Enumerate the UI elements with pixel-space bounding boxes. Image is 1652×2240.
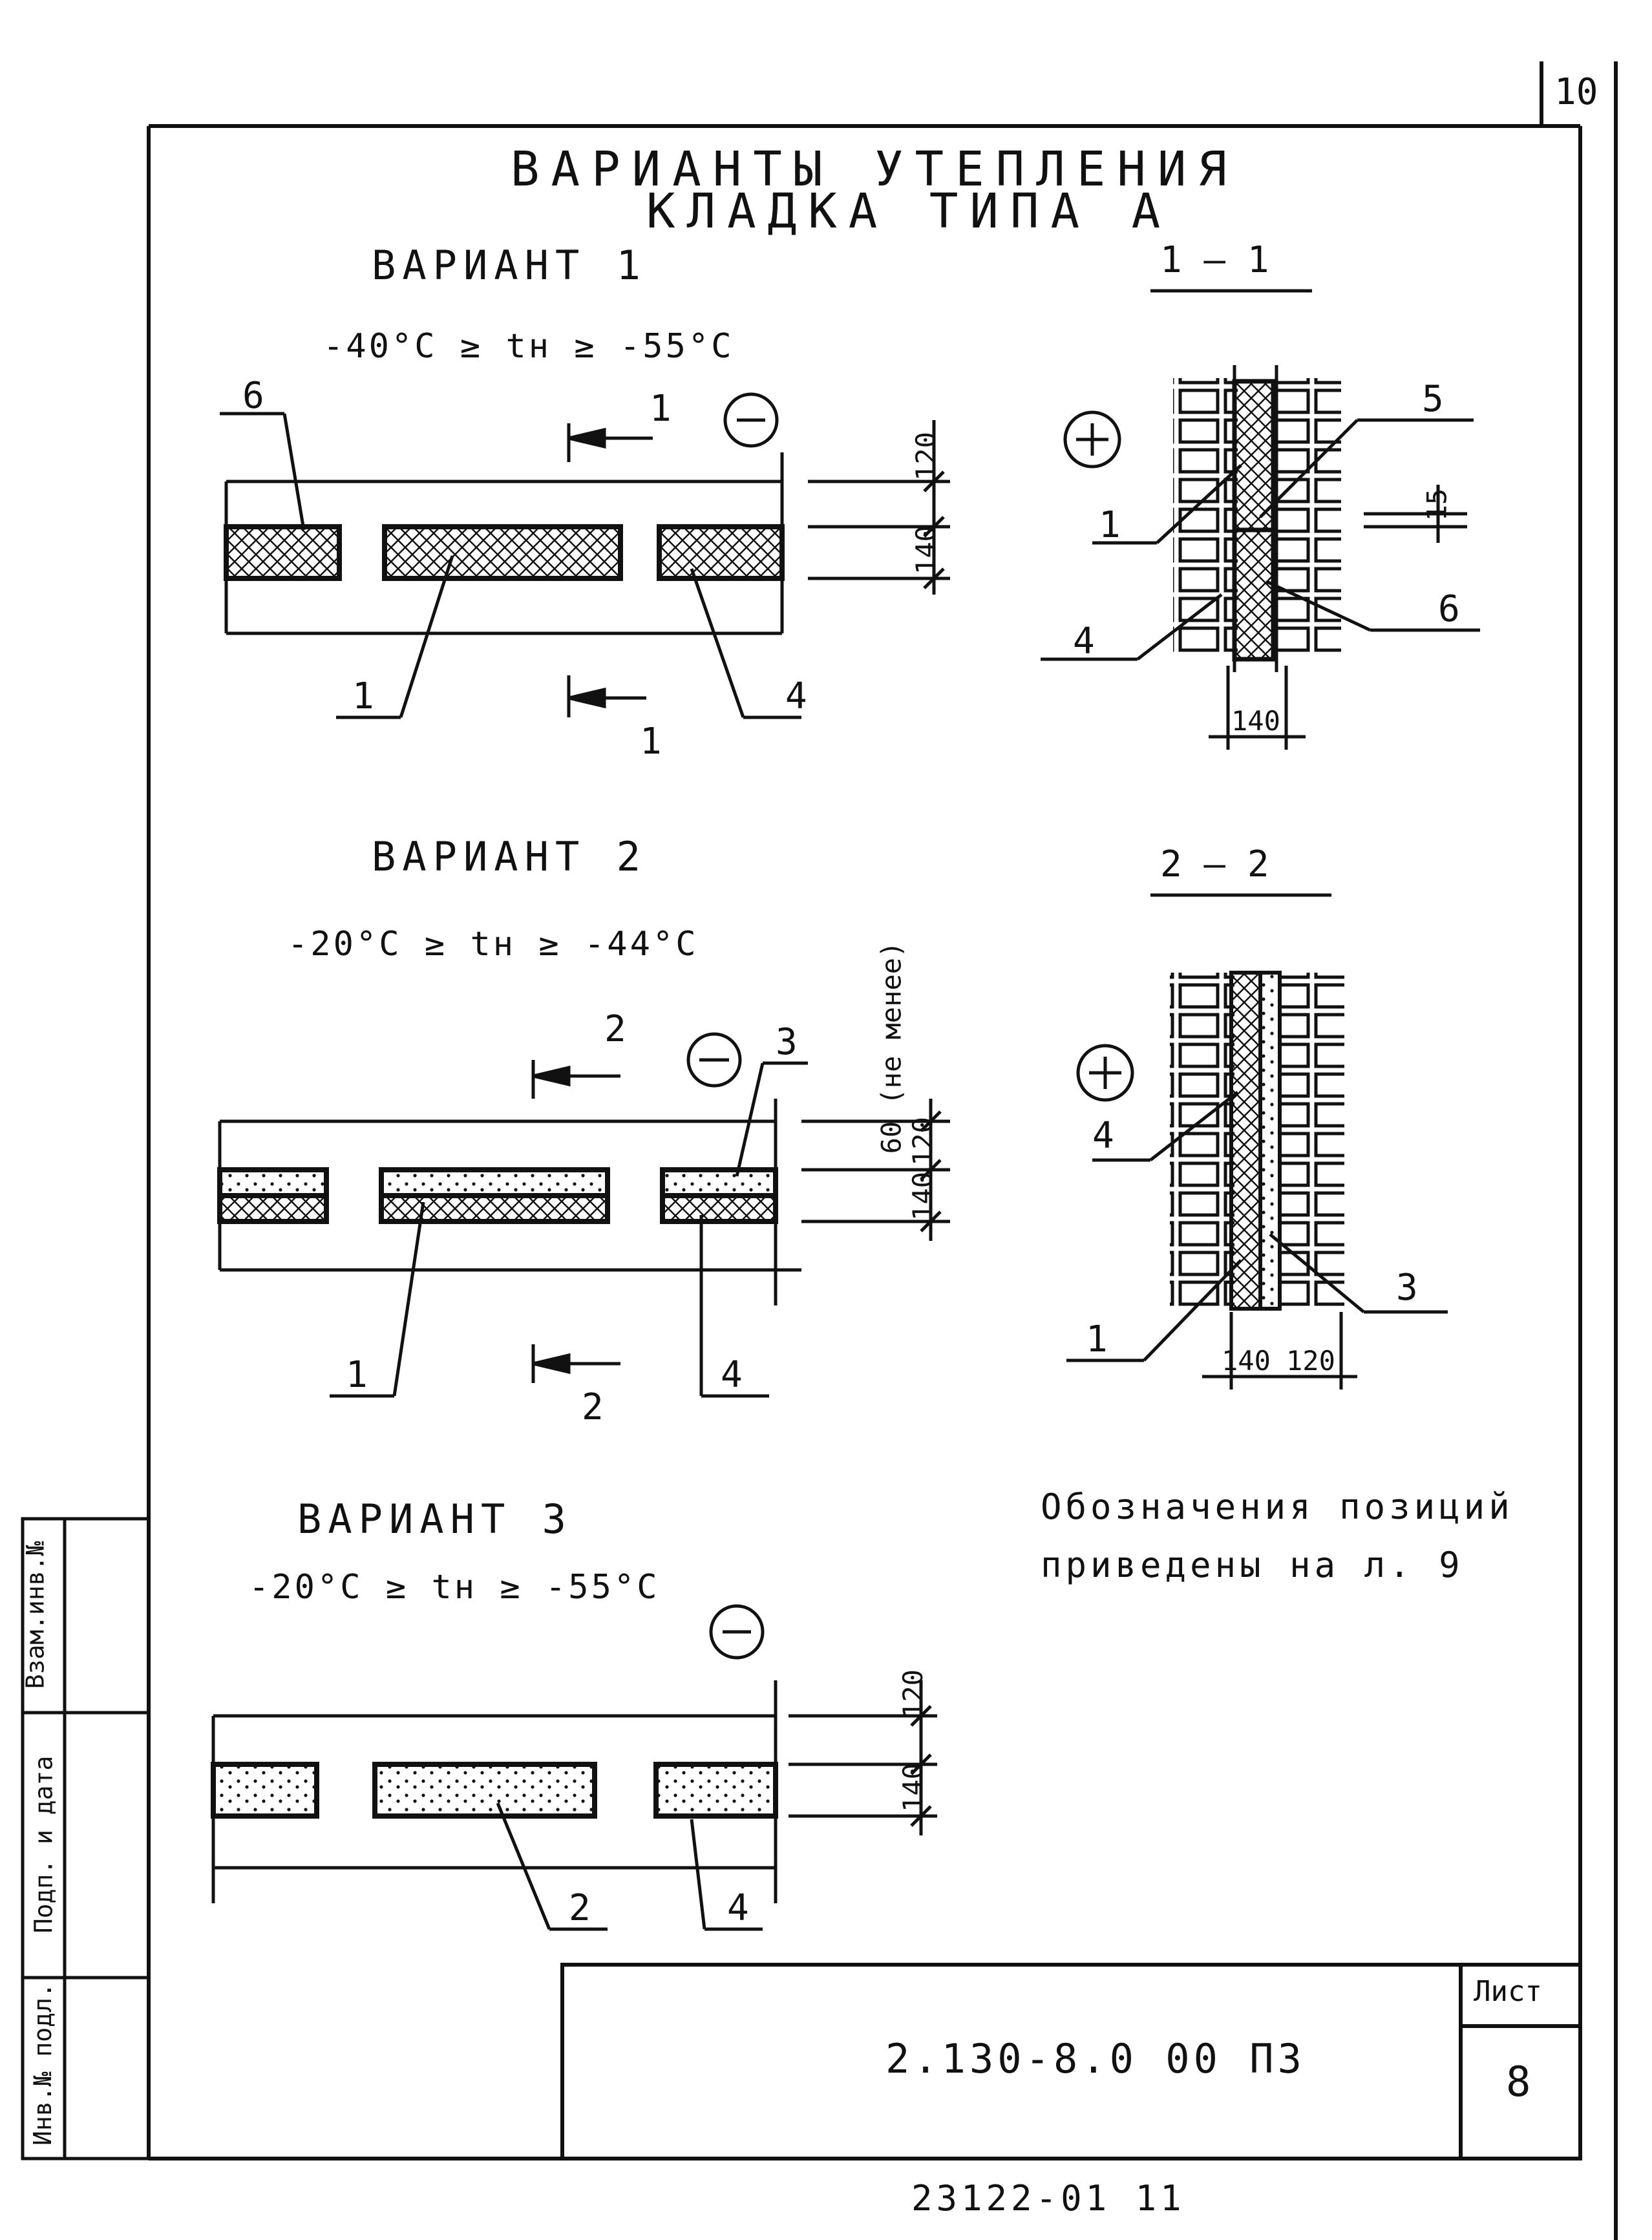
label-section-mark: 1 [650, 388, 672, 430]
label-pos6: 6 [242, 375, 264, 417]
variant3-plan [211, 1604, 937, 1931]
label-section-mark: 2 [604, 1008, 626, 1050]
label-section-mark: 2 [582, 1386, 604, 1428]
dim-120: 120 [896, 1669, 929, 1718]
variant1-temp: -40°C ≥ tн ≥ -55°C [323, 327, 734, 366]
section-2-2 [1066, 893, 1448, 1389]
document-code: 2.130-8.0 00 ПЗ [885, 2035, 1306, 2082]
page-number: 10 [1554, 71, 1598, 113]
variant1-title: ВАРИАНТ 1 [372, 242, 647, 289]
dim-120: 120 [909, 432, 942, 481]
sheet-label: Лист [1474, 1975, 1542, 2008]
label-pos2: 2 [569, 1887, 591, 1929]
label-pos4: 4 [727, 1887, 749, 1929]
sheet-number: 8 [1506, 2058, 1531, 2106]
label-pos4: 4 [785, 675, 807, 717]
label-pos3: 3 [776, 1021, 798, 1063]
label-pos6: 6 [1438, 588, 1460, 630]
note-line2: приведены на л. 9 [1041, 1545, 1464, 1585]
label-pos1: 1 [1099, 504, 1121, 546]
label-pos1: 1 [352, 675, 374, 717]
variant2-title: ВАРИАНТ 2 [372, 833, 647, 880]
variant2-temp: -20°C ≥ tн ≥ -44°C [288, 925, 699, 964]
dim-140: 140 [1231, 705, 1280, 737]
side-stamp-inv: Инв.№ подл. [28, 1983, 57, 2146]
label-pos4: 4 [721, 1354, 743, 1396]
dim-15: 15 [1421, 488, 1453, 522]
dim-140: 140 [1222, 1345, 1271, 1377]
dim-120: 120 [1286, 1345, 1335, 1377]
label-section-mark: 1 [640, 721, 662, 763]
section-1-1-title: 1 — 1 [1160, 239, 1269, 281]
dim-140: 140 [896, 1763, 929, 1812]
variant1-plan [220, 392, 950, 719]
dim-60-min: 60 (не менее) [875, 941, 907, 1154]
dim-120: 120 [906, 1117, 938, 1166]
label-pos4: 4 [1092, 1115, 1114, 1157]
title-block [560, 1963, 1582, 2161]
side-stamp [21, 1517, 151, 2161]
section-2-2-title: 2 — 2 [1160, 843, 1269, 885]
note-line1: Обозначения позиций [1041, 1486, 1514, 1527]
title-line1: ВАРИАНТЫ УТЕПЛЕНИЯ [511, 142, 1238, 197]
side-stamp-replace: Взам.инв.№ [21, 1541, 50, 1689]
label-pos1: 1 [346, 1354, 368, 1396]
side-stamp-sign: Подп. и дата [29, 1755, 58, 1934]
variant3-temp: -20°C ≥ tн ≥ -55°C [249, 1568, 660, 1607]
label-pos1: 1 [1086, 1318, 1108, 1360]
footer-code: 23122-01 11 [911, 2178, 1185, 2219]
section-1-1 [1041, 289, 1480, 750]
variant3-title: ВАРИАНТ 3 [297, 1495, 573, 1543]
label-pos5: 5 [1422, 378, 1444, 420]
dim-140: 140 [906, 1172, 938, 1221]
dim-140: 140 [909, 525, 942, 575]
label-pos3: 3 [1396, 1267, 1418, 1309]
label-pos4: 4 [1073, 620, 1095, 662]
variant2-plan [217, 1032, 950, 1398]
title-line2: КЛАДКА ТИПА А [646, 184, 1172, 239]
